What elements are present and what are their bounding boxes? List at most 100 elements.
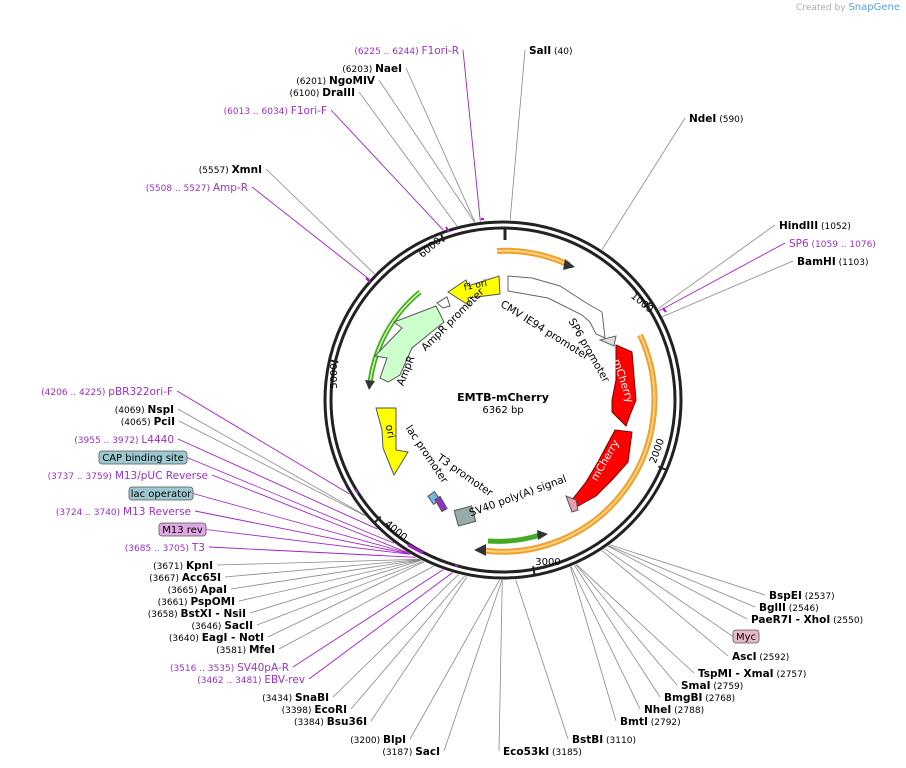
site-label-acc65i[interactable]: (3667) Acc65I: [149, 572, 221, 584]
feature-mcherry-2[interactable]: [571, 429, 633, 507]
site-position: (3646): [192, 622, 225, 632]
site-label-sacii[interactable]: (3646) SacII: [192, 620, 253, 632]
primer-leader-5: [177, 438, 378, 530]
box-leader-2: [205, 529, 411, 555]
primer-label-f1ori-r[interactable]: (6225 .. 6244) F1ori-R: [354, 45, 459, 57]
site-position: (4069): [115, 406, 148, 416]
site-label-ngomiv[interactable]: (6201) NgoMIV: [296, 75, 376, 87]
site-label-bmgbi[interactable]: BmgBI (2768): [664, 692, 735, 704]
site-label-sali[interactable]: SalI (40): [529, 45, 573, 57]
site-label-bsu36i[interactable]: (3384) Bsu36I: [294, 716, 367, 728]
leader-asci: [601, 550, 729, 657]
site-label-bglii[interactable]: BglII (2546): [759, 602, 819, 614]
site-label-snabi[interactable]: (3434) SnaBI: [262, 692, 329, 704]
site-name: Eco53kI: [503, 746, 549, 758]
boxed-feature-lac-operator[interactable]: lac operator: [128, 486, 194, 501]
site-label-naei[interactable]: (6203) NaeI: [342, 63, 402, 75]
site-label-ndei[interactable]: NdeI (590): [689, 113, 743, 125]
primer-name: M13/pUC Reverse: [115, 470, 208, 482]
site-label-tspmi[interactable]: TspMI - XmaI (2757): [698, 668, 806, 680]
primer-label-l4440[interactable]: (3955 .. 3972) L4440: [74, 434, 174, 446]
leader-ngomiv: [378, 79, 475, 223]
site-name: BlpI: [383, 734, 406, 746]
primer-label-m13-reverse[interactable]: (3724 .. 3740) M13 Reverse: [56, 506, 191, 518]
plasmid-size: 6362 bp: [482, 405, 523, 416]
site-label-nspi[interactable]: (4069) NspI: [115, 404, 174, 416]
feature-ori[interactable]: [375, 407, 409, 477]
site-label-bstbi[interactable]: BstBI (3110): [572, 734, 636, 746]
feature-ampr[interactable]: [373, 305, 445, 383]
primer-label-f1ori-f[interactable]: (6013 .. 6034) F1ori-F: [224, 105, 327, 117]
primer-label-amp-r[interactable]: (5508 .. 5527) Amp-R: [146, 182, 248, 194]
leader-acc65i: [224, 559, 420, 578]
orf-arc-right-arrow: [474, 544, 486, 556]
site-position: (3187): [382, 748, 415, 758]
leader-bspei: [609, 544, 766, 596]
site-label-xmni[interactable]: (5557) XmnI: [199, 164, 262, 176]
primer-leader-7: [194, 510, 410, 555]
primer-range: (3724 .. 3740): [56, 508, 123, 518]
site-position: (3581): [216, 646, 249, 656]
tick-mark-3000: [532, 566, 536, 576]
boxed-feature-myc[interactable]: Myc: [732, 629, 760, 644]
primer-label-sv40pa-r[interactable]: (3516 .. 3535) SV40pA-R: [170, 662, 289, 674]
site-label-bstxi[interactable]: (3658) BstXI - NsiI: [148, 608, 246, 620]
site-label-draiii[interactable]: (6100) DraIII: [290, 87, 356, 99]
site-label-bamhi[interactable]: BamHI (1103): [797, 256, 869, 268]
site-label-kpni[interactable]: (3671) KpnI: [153, 560, 213, 572]
leader-nspi: [177, 408, 365, 516]
primer-name: L4440: [141, 434, 174, 446]
boxed-feature-cap-binding-site[interactable]: CAP binding site: [98, 450, 188, 465]
leader-naei: [405, 67, 476, 223]
primer-label-sp6[interactable]: SP6 (1059 .. 1076): [789, 238, 876, 250]
feature-label-f1-ori: f1 ori: [463, 279, 488, 294]
site-label-blpi[interactable]: (3200) BlpI: [350, 734, 406, 746]
boxed-feature-m13-rev[interactable]: M13 rev: [158, 522, 207, 537]
site-label-bspei[interactable]: BspEI (2537): [769, 590, 835, 602]
site-label-apai[interactable]: (3665) ApaI: [168, 584, 227, 596]
feature-f1-ori[interactable]: [447, 275, 501, 308]
site-name: XmnI: [232, 164, 262, 176]
feature-ampr-promoter[interactable]: [436, 296, 451, 309]
site-extra-name: - NotI: [227, 632, 264, 644]
feature-cmv-promoter[interactable]: [507, 275, 606, 339]
feature-t3-lac-block[interactable]: [427, 490, 477, 527]
site-name: BmgBI: [664, 692, 702, 704]
site-name: SnaBI: [295, 692, 329, 704]
site-label-pcii[interactable]: (4065) PciI: [121, 416, 175, 428]
site-label-mfei[interactable]: (3581) MfeI: [216, 644, 275, 656]
primer-name: F1ori-F: [291, 105, 327, 117]
primer-range: (6013 .. 6034): [224, 107, 291, 117]
feature-box-label: lac operator: [131, 489, 192, 500]
feature-mcherry-1[interactable]: [611, 344, 637, 427]
feature-sv40-polya[interactable]: [565, 495, 579, 513]
site-label-saci[interactable]: (3187) SacI: [382, 746, 440, 758]
site-label-hindiii[interactable]: HindIII (1052): [779, 220, 851, 232]
primer-label-t3[interactable]: (3685 .. 3705) T3: [125, 542, 205, 554]
site-label-paer7i[interactable]: PaeR7I - XhoI (2550): [751, 614, 863, 626]
feature-box: [128, 486, 194, 501]
site-label-eagi[interactable]: (3640) EagI - NotI: [169, 632, 264, 644]
primer-name: Amp-R: [213, 182, 248, 194]
site-label-asci[interactable]: AscI (2592): [732, 651, 789, 663]
feature-sp6-promoter[interactable]: [598, 335, 617, 347]
site-label-bmti[interactable]: BmtI (2792): [620, 716, 681, 728]
leader-paer7i: [607, 545, 748, 620]
primer-mark-sv40pa: [454, 564, 459, 567]
site-label-pspomi[interactable]: (3661) PspOMI: [158, 596, 235, 608]
site-position: (4065): [121, 418, 154, 428]
primer-name: T3: [191, 542, 205, 554]
site-label-ecori[interactable]: (3398) EcoRI: [282, 704, 347, 716]
site-name: EagI: [202, 632, 228, 644]
primer-label-pbr322ori-f[interactable]: (4206 .. 4225) pBR322ori-F: [41, 386, 173, 398]
site-name: HindIII: [779, 220, 818, 232]
site-name: PaeR7I: [751, 614, 792, 626]
primer-label-m13-puc-reverse[interactable]: (3737 .. 3759) M13/pUC Reverse: [48, 470, 208, 482]
orf-arc-green-bottom: [487, 532, 541, 544]
site-label-nhei[interactable]: NheI (2788): [644, 704, 704, 716]
primer-label-ebv-rev[interactable]: (3462 .. 3481) EBV-rev: [197, 674, 305, 686]
primer-range: (3516 .. 3535): [170, 664, 237, 674]
site-position: (3665): [168, 586, 201, 596]
site-label-smai[interactable]: SmaI (2759): [681, 680, 743, 692]
site-label-eco53ki[interactable]: Eco53kI (3185): [503, 746, 582, 758]
